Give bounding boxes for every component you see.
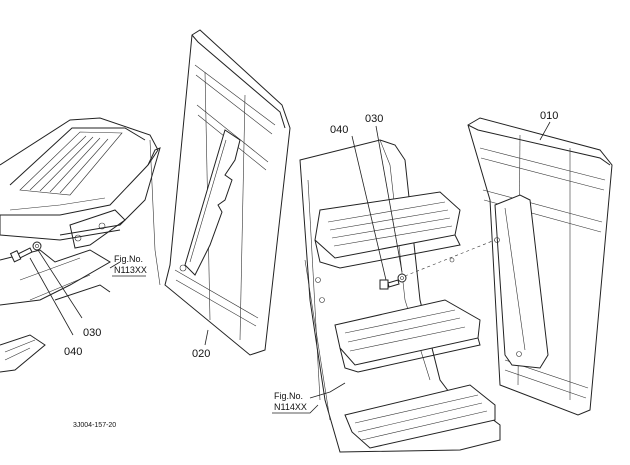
- drawing-id: 3J004-157-20: [73, 422, 116, 429]
- callout-040-right: 040: [330, 124, 348, 136]
- fig-ref-right-number: N114XX: [274, 402, 307, 412]
- cover-plate-020: [164, 29, 291, 356]
- callout-040-left: 040: [64, 346, 82, 358]
- callout-030-left: 030: [83, 327, 101, 339]
- callout-010: 010: [540, 110, 558, 122]
- fig-ref-left-label: Fig.No.: [114, 254, 143, 264]
- callout-020: 020: [192, 348, 210, 360]
- right-bolt-icon: [379, 279, 400, 290]
- left-washer-icon: [32, 241, 42, 251]
- right-ladder-assembly: [299, 139, 501, 453]
- fig-ref-left-number: N113XX: [114, 265, 147, 275]
- left-bolt-icon: [9, 247, 33, 263]
- cover-plate-010: [467, 117, 613, 416]
- fig-ref-right-label: Fig.No.: [274, 391, 303, 401]
- left-machine-body: [0, 117, 161, 373]
- right-washer-icon: [397, 273, 407, 283]
- callout-030-right: 030: [365, 113, 383, 125]
